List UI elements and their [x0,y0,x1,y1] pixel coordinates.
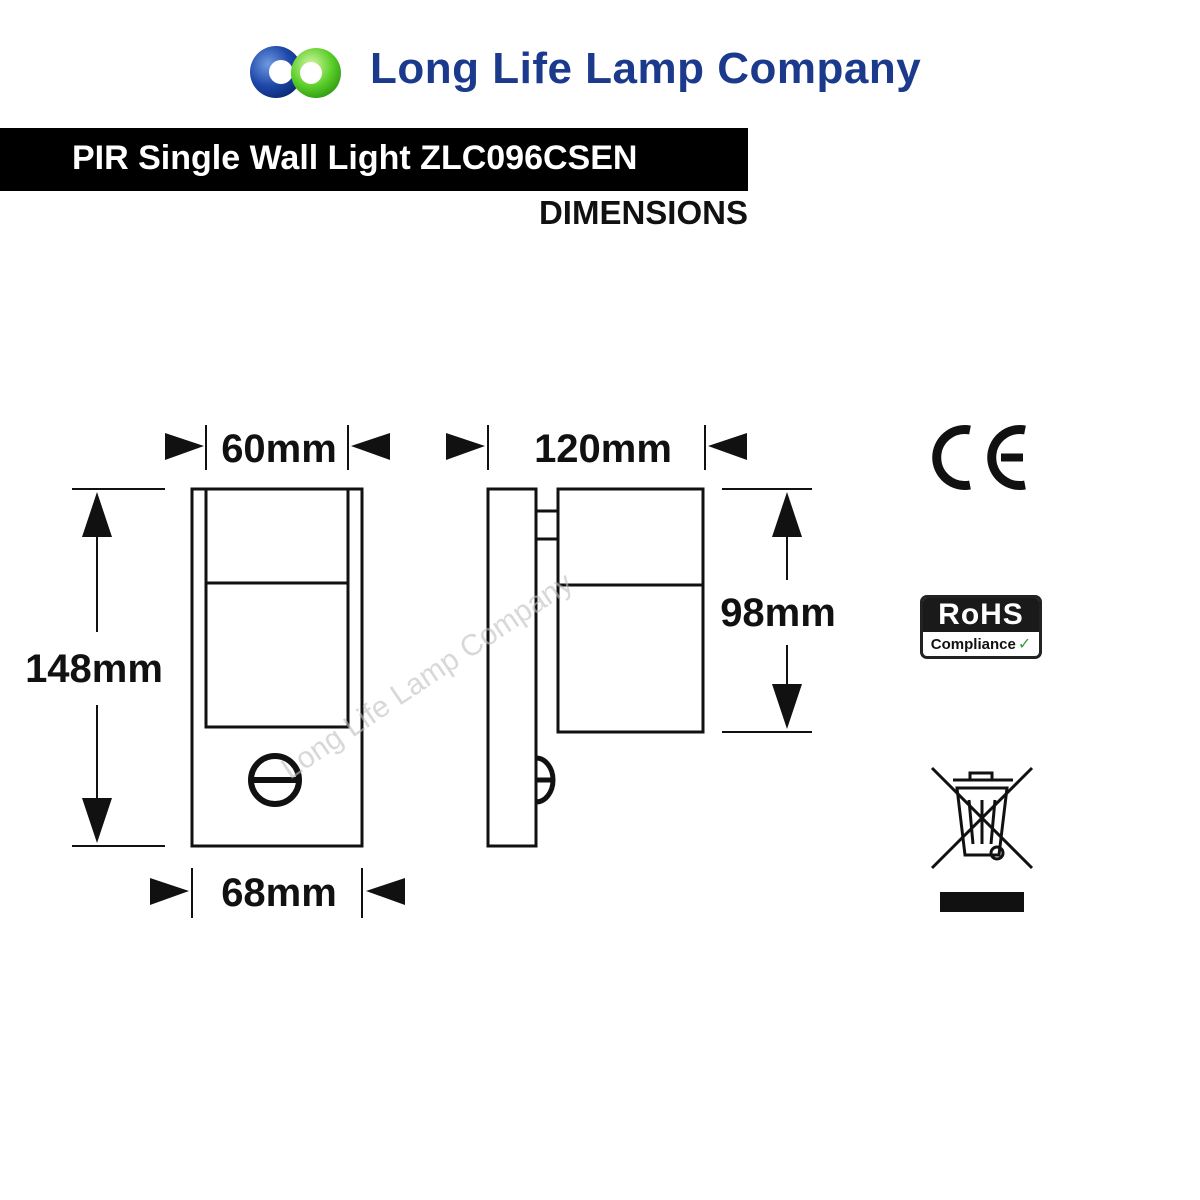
ce-mark-icon: CE [925,420,1026,490]
rohs-subtitle: Compliance [930,635,1016,653]
company-logo-icon [250,46,341,98]
product-title: PIR Single Wall Light ZLC096CSEN [72,139,638,177]
side-head-height-label: 98mm [720,591,836,635]
crossed-out-wheelie-bin-icon [930,766,1034,912]
front-bottom-width-label: 68mm [221,871,337,915]
side-view [486,487,705,848]
section-label: DIMENSIONS [538,194,748,231]
company-name: Long Life Lamp Company [370,44,922,93]
front-view [190,487,364,848]
check-icon: ✓ [1017,636,1032,653]
pir-sensor-icon [248,753,302,807]
rohs-badge: RoHS Compliance ✓ [920,595,1042,659]
rohs-title: RoHS [923,598,1039,632]
side-depth-dimension [446,425,747,470]
title-bar: PIR Single Wall Light ZLC096CSEN [0,128,748,191]
front-height-label: 148mm [25,647,163,691]
side-sensor-icon [535,755,556,805]
watermark: Long Life Lamp Company [275,566,578,785]
front-top-width-dimension [165,425,390,470]
front-top-width-label: 60mm [221,427,337,471]
front-height-dimension [72,488,165,847]
rohs-subtitle-row: Compliance ✓ [923,632,1039,656]
front-bottom-width-dimension [150,868,405,918]
ce-label: CE [925,420,927,421]
side-head-height-dimension [722,488,812,733]
side-depth-label: 120mm [534,427,672,471]
